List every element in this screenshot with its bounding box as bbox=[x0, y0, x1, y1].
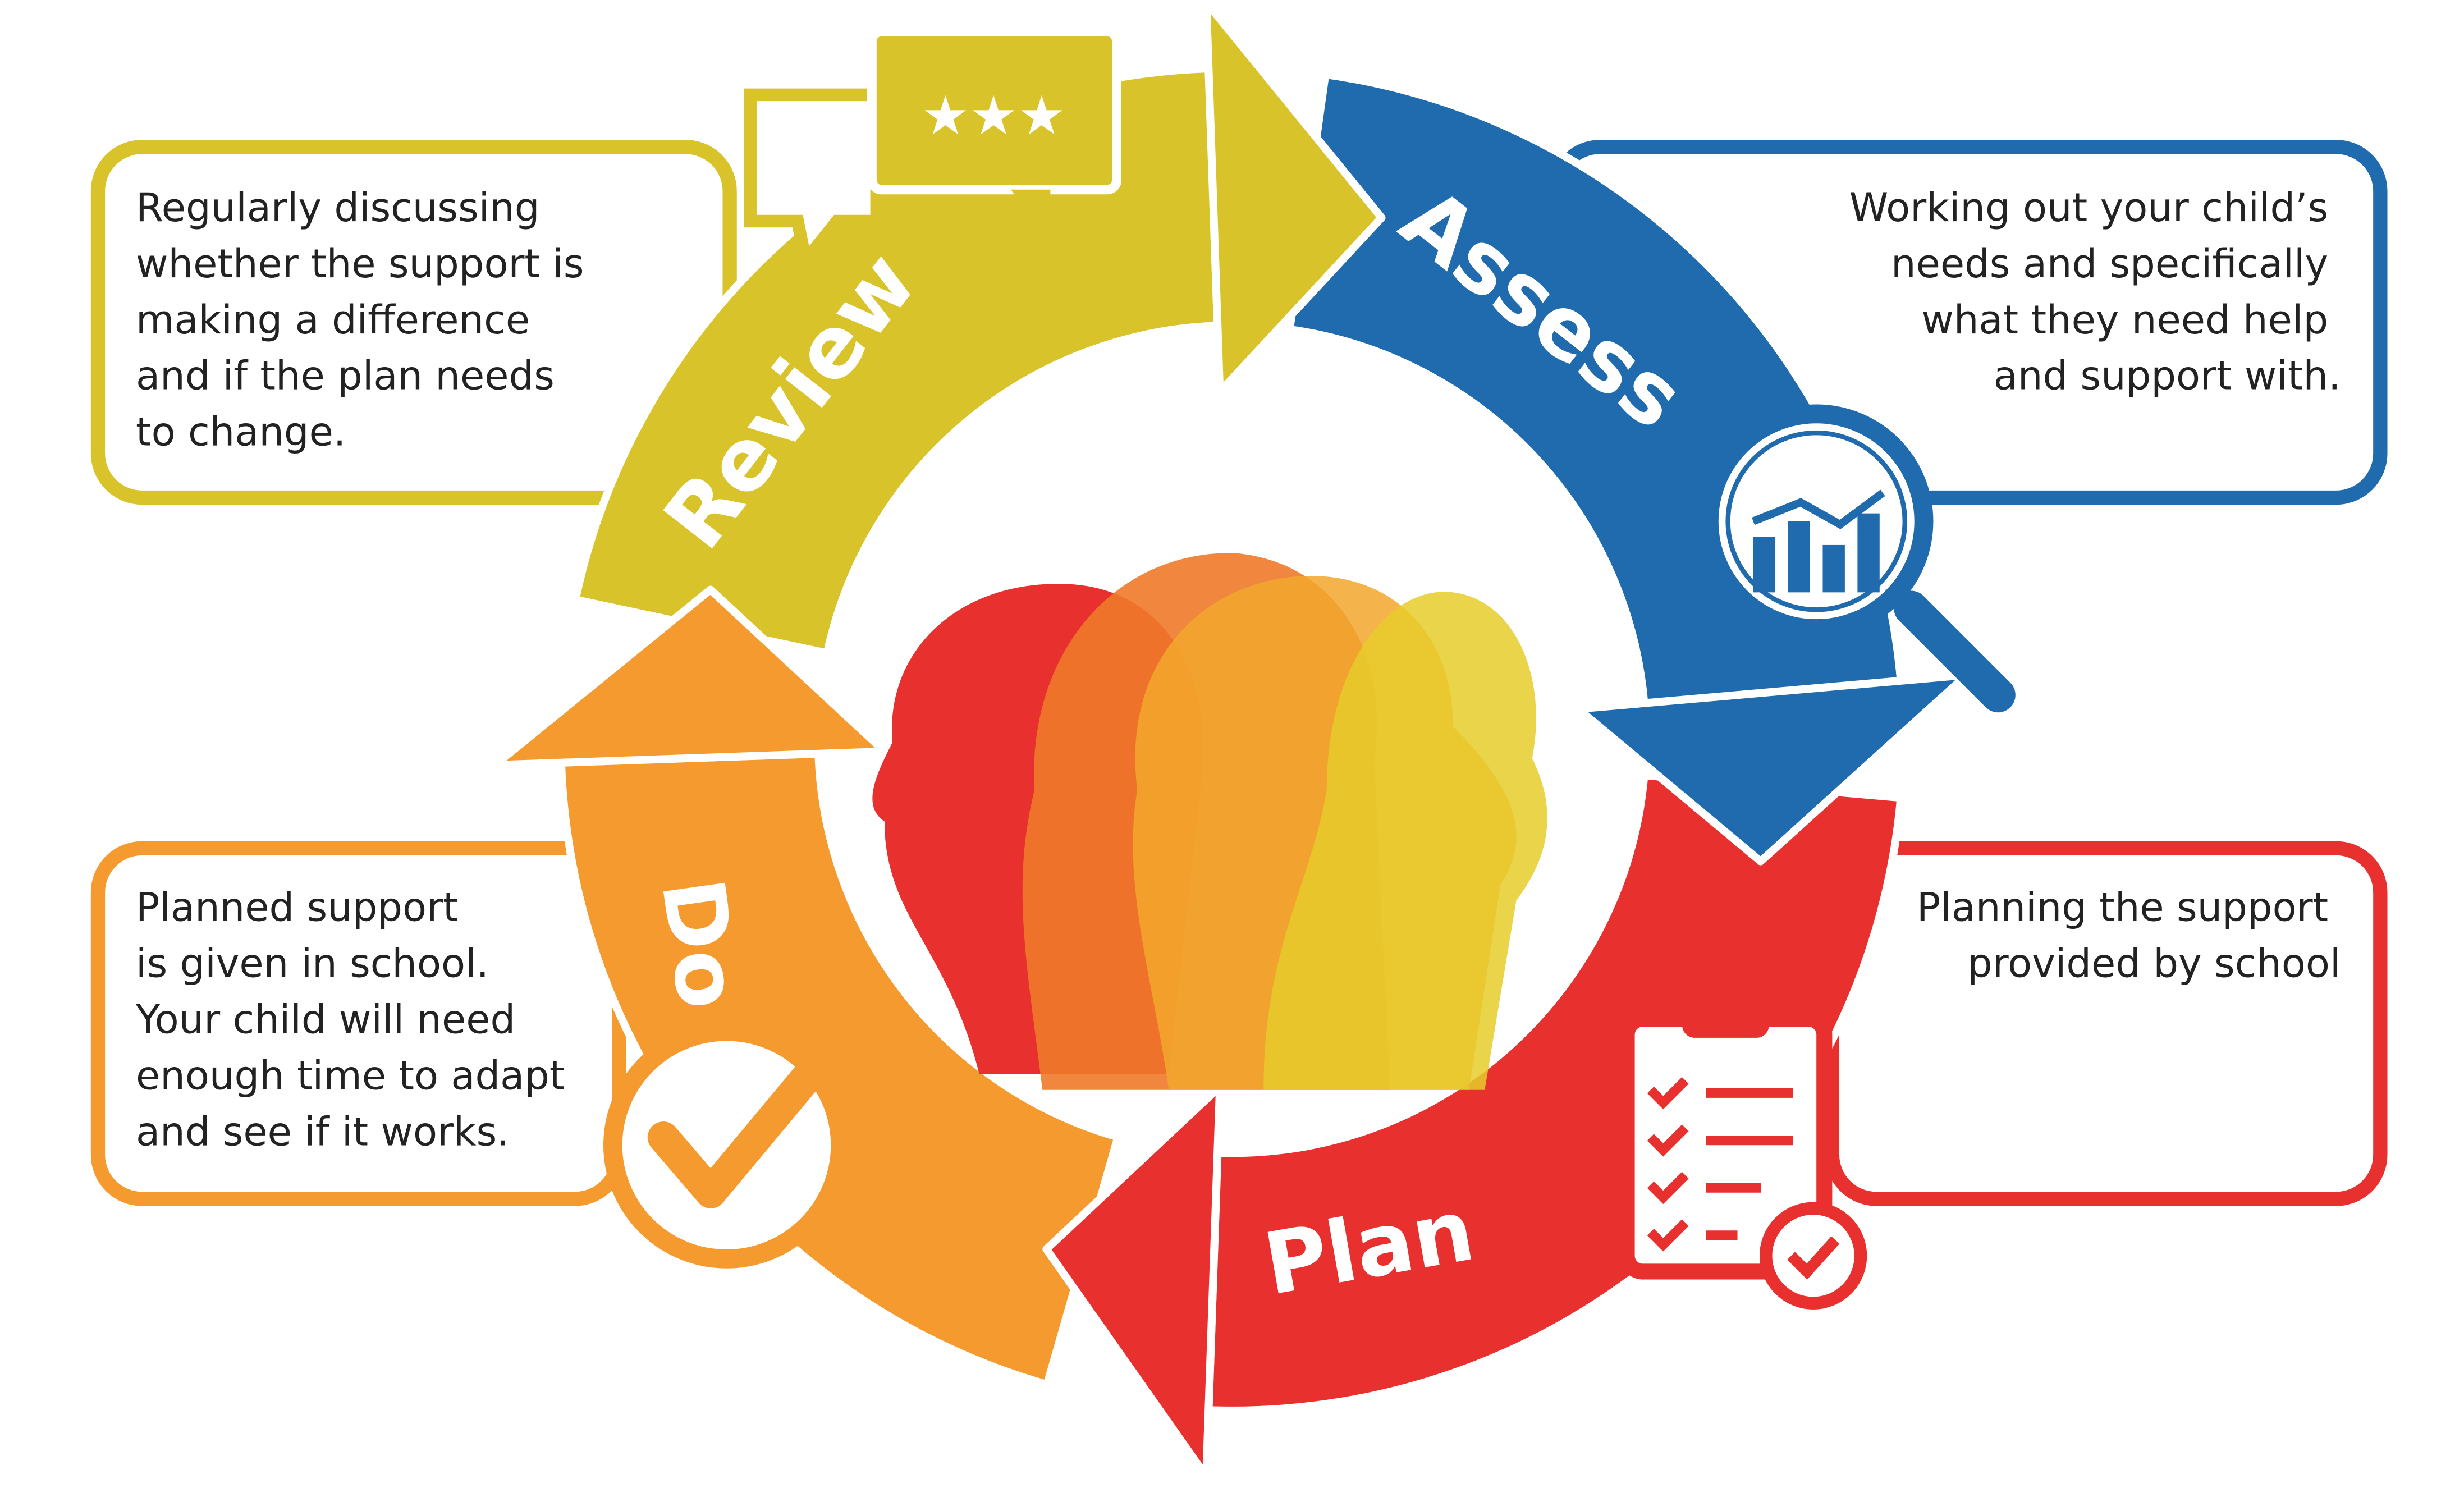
do-arrow-body bbox=[557, 749, 1122, 1389]
do-box bbox=[90, 841, 626, 1206]
plan-description: Planning the support provided by school bbox=[1917, 885, 2341, 987]
children-silhouettes-icon bbox=[872, 552, 1547, 1090]
clipboard-checklist-icon bbox=[1619, 998, 1867, 1310]
magnifier-chart-icon bbox=[1699, 404, 2016, 713]
check-circle-icon bbox=[603, 1022, 850, 1269]
svg-text:★★★: ★★★ bbox=[921, 84, 1065, 147]
review-arrow-body bbox=[571, 64, 1222, 657]
assess-arrow-head bbox=[1574, 671, 1971, 866]
do-arrow-head bbox=[491, 585, 889, 769]
review-description: Regularly discussing whether the support… bbox=[136, 185, 597, 455]
speech-bubbles-stars-icon: ★★★ bbox=[744, 26, 1122, 276]
cycle-ring bbox=[491, 0, 1971, 1481]
plan-arrow-head bbox=[1042, 1082, 1224, 1481]
assess-description: Working out your child’s needs and speci… bbox=[1849, 185, 2341, 399]
do-description: Planned support is given in school. Your… bbox=[135, 885, 578, 1155]
do-label: Do bbox=[642, 873, 758, 1015]
review-arrow-head bbox=[1202, 0, 1386, 396]
